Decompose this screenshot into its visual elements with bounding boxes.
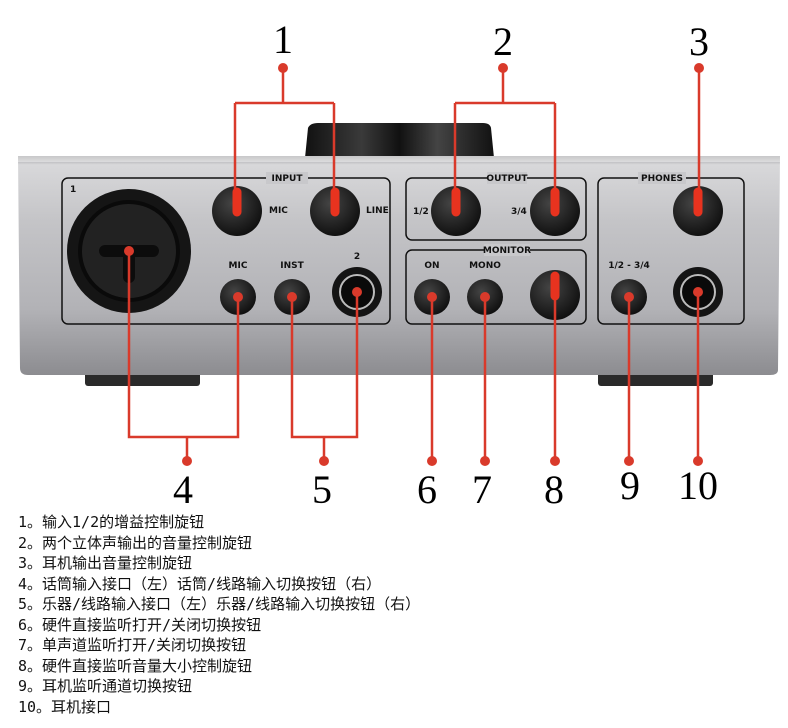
callout-9: 9	[620, 463, 640, 508]
mic-switch-label: MIC	[229, 261, 248, 271]
input-2-label: 2	[354, 252, 360, 262]
callout-6: 6	[417, 467, 437, 512]
top-volume-knob	[305, 123, 494, 158]
line-gain-label: LINE	[366, 206, 389, 216]
legend-item: 4。话筒输入接口（左）话筒/线路输入切换按钮（右）	[18, 574, 382, 593]
legend-item: 1。输入1/2的增益控制旋钮	[18, 513, 205, 531]
monitor-mono-label: MONO	[469, 261, 501, 271]
input-panel-border	[61, 177, 391, 325]
device-diagram: INPUT 1 MIC LINE MIC INST 2 OUTPUT 1/2 3…	[18, 17, 780, 512]
phones-section-label: PHONES	[641, 174, 683, 184]
phones-select-label: 1/2 - 3/4	[608, 261, 650, 271]
legend-item: 10。耳机接口	[18, 697, 112, 716]
callout-8: 8	[544, 467, 564, 512]
input-section-label: INPUT	[272, 174, 304, 184]
callout-dots	[124, 63, 704, 466]
callout-3: 3	[689, 19, 709, 64]
callout-4: 4	[173, 467, 193, 512]
right-foot	[598, 372, 713, 386]
callout-5: 5	[312, 467, 332, 512]
monitor-section-label: MONITOR	[483, 246, 531, 256]
legend-list: 1。输入1/2的增益控制旋钮 2。两个立体声输出的音量控制旋钮 3。耳机输出音量…	[18, 512, 420, 717]
inst-switch-label: INST	[280, 261, 304, 271]
callout-10: 10	[678, 463, 718, 508]
legend-item: 8。硬件直接监听音量大小控制旋钮	[18, 656, 253, 675]
device-illustration: INPUT 1 MIC LINE MIC INST 2 OUTPUT 1/2 3…	[18, 63, 780, 466]
legend-item: 2。两个立体声输出的音量控制旋钮	[18, 533, 253, 552]
left-foot	[85, 372, 200, 386]
input-1-label: 1	[70, 185, 76, 195]
legend-item: 7。单声道监听打开/关闭切换按钮	[18, 636, 247, 654]
monitor-on-label: ON	[424, 261, 439, 271]
legend-item: 3。耳机输出音量控制旋钮	[18, 554, 193, 572]
legend-item: 9。耳机监听通道切换按钮	[18, 677, 193, 695]
callout-7: 7	[472, 467, 492, 512]
output-12-label: 1/2	[413, 207, 429, 217]
legend-item: 5。乐器/线路输入接口（左）乐器/线路输入切换按钮（右）	[18, 595, 421, 613]
chassis-front	[18, 156, 780, 375]
mic-gain-label: MIC	[269, 206, 288, 216]
callout-2: 2	[493, 19, 513, 64]
callout-1: 1	[273, 17, 293, 62]
legend-item: 6。硬件直接监听打开/关闭切换按钮	[18, 615, 262, 634]
output-section-label: OUTPUT	[486, 174, 528, 184]
output-34-label: 3/4	[511, 207, 527, 217]
